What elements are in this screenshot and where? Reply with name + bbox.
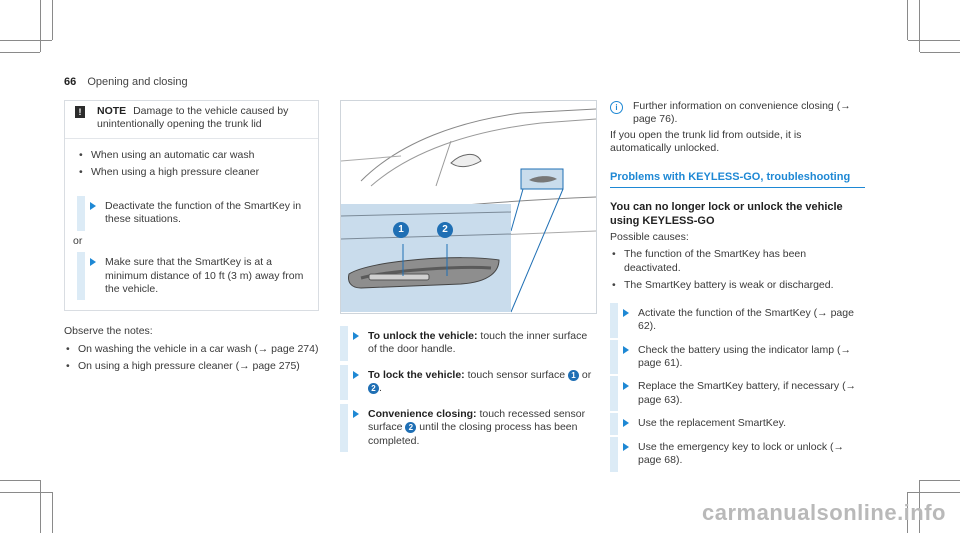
instruction-step: To lock the vehicle: touch sensor surfac… — [340, 364, 595, 400]
step-text: touch recessed sensor surface — [368, 407, 586, 434]
arrow-icon — [353, 409, 359, 418]
info-icon: i — [610, 101, 623, 114]
callout-badge-2: 2 — [405, 422, 417, 434]
crop-mark — [920, 480, 960, 481]
section-title: Opening and closing — [87, 76, 188, 88]
list-item: The SmartKey battery is weak or discharg… — [610, 279, 865, 293]
or-label: or — [73, 234, 83, 247]
left-column: ! NOTE Damage to the vehicle caused by u… — [64, 100, 319, 378]
instruction-step: Use the emergency key to lock or unlock … — [610, 436, 865, 472]
note-header: ! NOTE Damage to the vehicle caused by u… — [65, 101, 318, 139]
crop-mark — [908, 492, 960, 493]
warning-icon: ! — [75, 106, 85, 118]
list-item: On washing the vehicle in a car wash (→ … — [64, 343, 319, 357]
instruction-step: Check the battery using the indicator la… — [610, 339, 865, 375]
step-text: Make sure that the SmartKey is at a mini… — [105, 256, 304, 295]
door-handle-figure: 1 2 — [340, 100, 597, 314]
instruction-step: Deactivate the function of the SmartKey … — [77, 195, 308, 231]
list-item: The function of the SmartKey has been de… — [610, 248, 865, 275]
arrow-icon — [623, 419, 629, 428]
causes-label: Possible causes: — [610, 230, 689, 243]
step-text: touch the inner surface of the door hand… — [368, 330, 588, 356]
car-door-illustration — [341, 108, 596, 313]
note-label: NOTE — [97, 105, 127, 117]
arrow-icon — [623, 382, 629, 391]
arrow-icon — [623, 308, 629, 317]
instruction-step: Activate the function of the SmartKey (→… — [610, 302, 865, 338]
instruction-step: Replace the SmartKey battery, if necessa… — [610, 376, 865, 412]
handle-detail — [341, 211, 512, 289]
crop-mark — [0, 492, 52, 493]
paragraph: If you open the trunk lid from outside, … — [610, 128, 802, 155]
arrow-icon — [90, 258, 96, 267]
crop-mark — [0, 40, 52, 41]
instruction-step: Use the replacement SmartKey. — [610, 413, 865, 436]
or-label: or — [581, 368, 592, 381]
info-text: Further information on convenience closi… — [633, 100, 851, 126]
crop-mark — [907, 0, 908, 40]
observe-label: Observe the notes: — [64, 325, 153, 338]
watermark: carmanualsonline.info — [702, 499, 946, 525]
crop-mark — [907, 492, 908, 533]
step-label: To lock the vehicle: — [368, 368, 465, 381]
instruction-step: To unlock the vehicle: touch the inner s… — [340, 326, 595, 361]
crop-mark — [40, 0, 41, 52]
instruction-step: Make sure that the SmartKey is at a mini… — [77, 252, 308, 301]
sub-heading: You can no longer lock or unlock the veh… — [610, 200, 843, 227]
crop-mark — [40, 480, 41, 533]
right-column: i Further information on convenience clo… — [610, 100, 865, 474]
list-item: When using an automatic car wash — [77, 149, 308, 163]
step-text: touch sensor surface — [467, 368, 566, 381]
arrow-icon — [353, 370, 359, 379]
arrow-icon — [623, 442, 629, 451]
step-label: To unlock the vehicle: — [368, 330, 478, 342]
callout-badge-1: 1 — [393, 222, 409, 238]
crop-mark — [0, 52, 40, 53]
arrow-icon — [90, 201, 96, 210]
list-item: When using a high pressure cleaner — [77, 166, 308, 180]
crop-mark — [919, 0, 920, 52]
step-label: Convenience closing: — [368, 407, 477, 420]
note-text: Damage to the vehicle caused by unintent… — [97, 105, 289, 131]
zoomed-handle-inset: 1 2 — [341, 204, 512, 312]
middle-column: 1 2 To unlock the vehicle: touch the inn… — [340, 100, 597, 454]
info-note: i Further information on convenience clo… — [610, 100, 865, 127]
note-box: ! NOTE Damage to the vehicle caused by u… — [64, 100, 319, 312]
step-text: Deactivate the function of the SmartKey … — [105, 199, 302, 226]
section-heading: Problems with KEYLESS-GO, troubleshootin… — [610, 170, 865, 188]
page-header: 66 Opening and closing — [64, 75, 188, 89]
page-number: 66 — [64, 76, 77, 88]
arrow-icon — [353, 332, 359, 340]
note-body: When using an automatic car wash When us… — [65, 139, 318, 311]
list-item: On using a high pressure cleaner (→ page… — [64, 360, 319, 374]
crop-mark — [919, 480, 920, 533]
callout-badge-2: 2 — [437, 222, 453, 238]
callout-badge-2: 2 — [368, 383, 379, 395]
crop-mark — [52, 492, 53, 533]
arrow-icon — [623, 345, 629, 354]
step-text: until the closing process has been compl… — [368, 421, 578, 447]
callout-badge-1: 1 — [567, 369, 579, 381]
instruction-step: Convenience closing: touch recessed sens… — [340, 403, 595, 453]
crop-mark — [908, 40, 960, 41]
crop-mark — [920, 52, 960, 53]
crop-mark — [0, 480, 40, 481]
crop-mark — [52, 0, 53, 40]
